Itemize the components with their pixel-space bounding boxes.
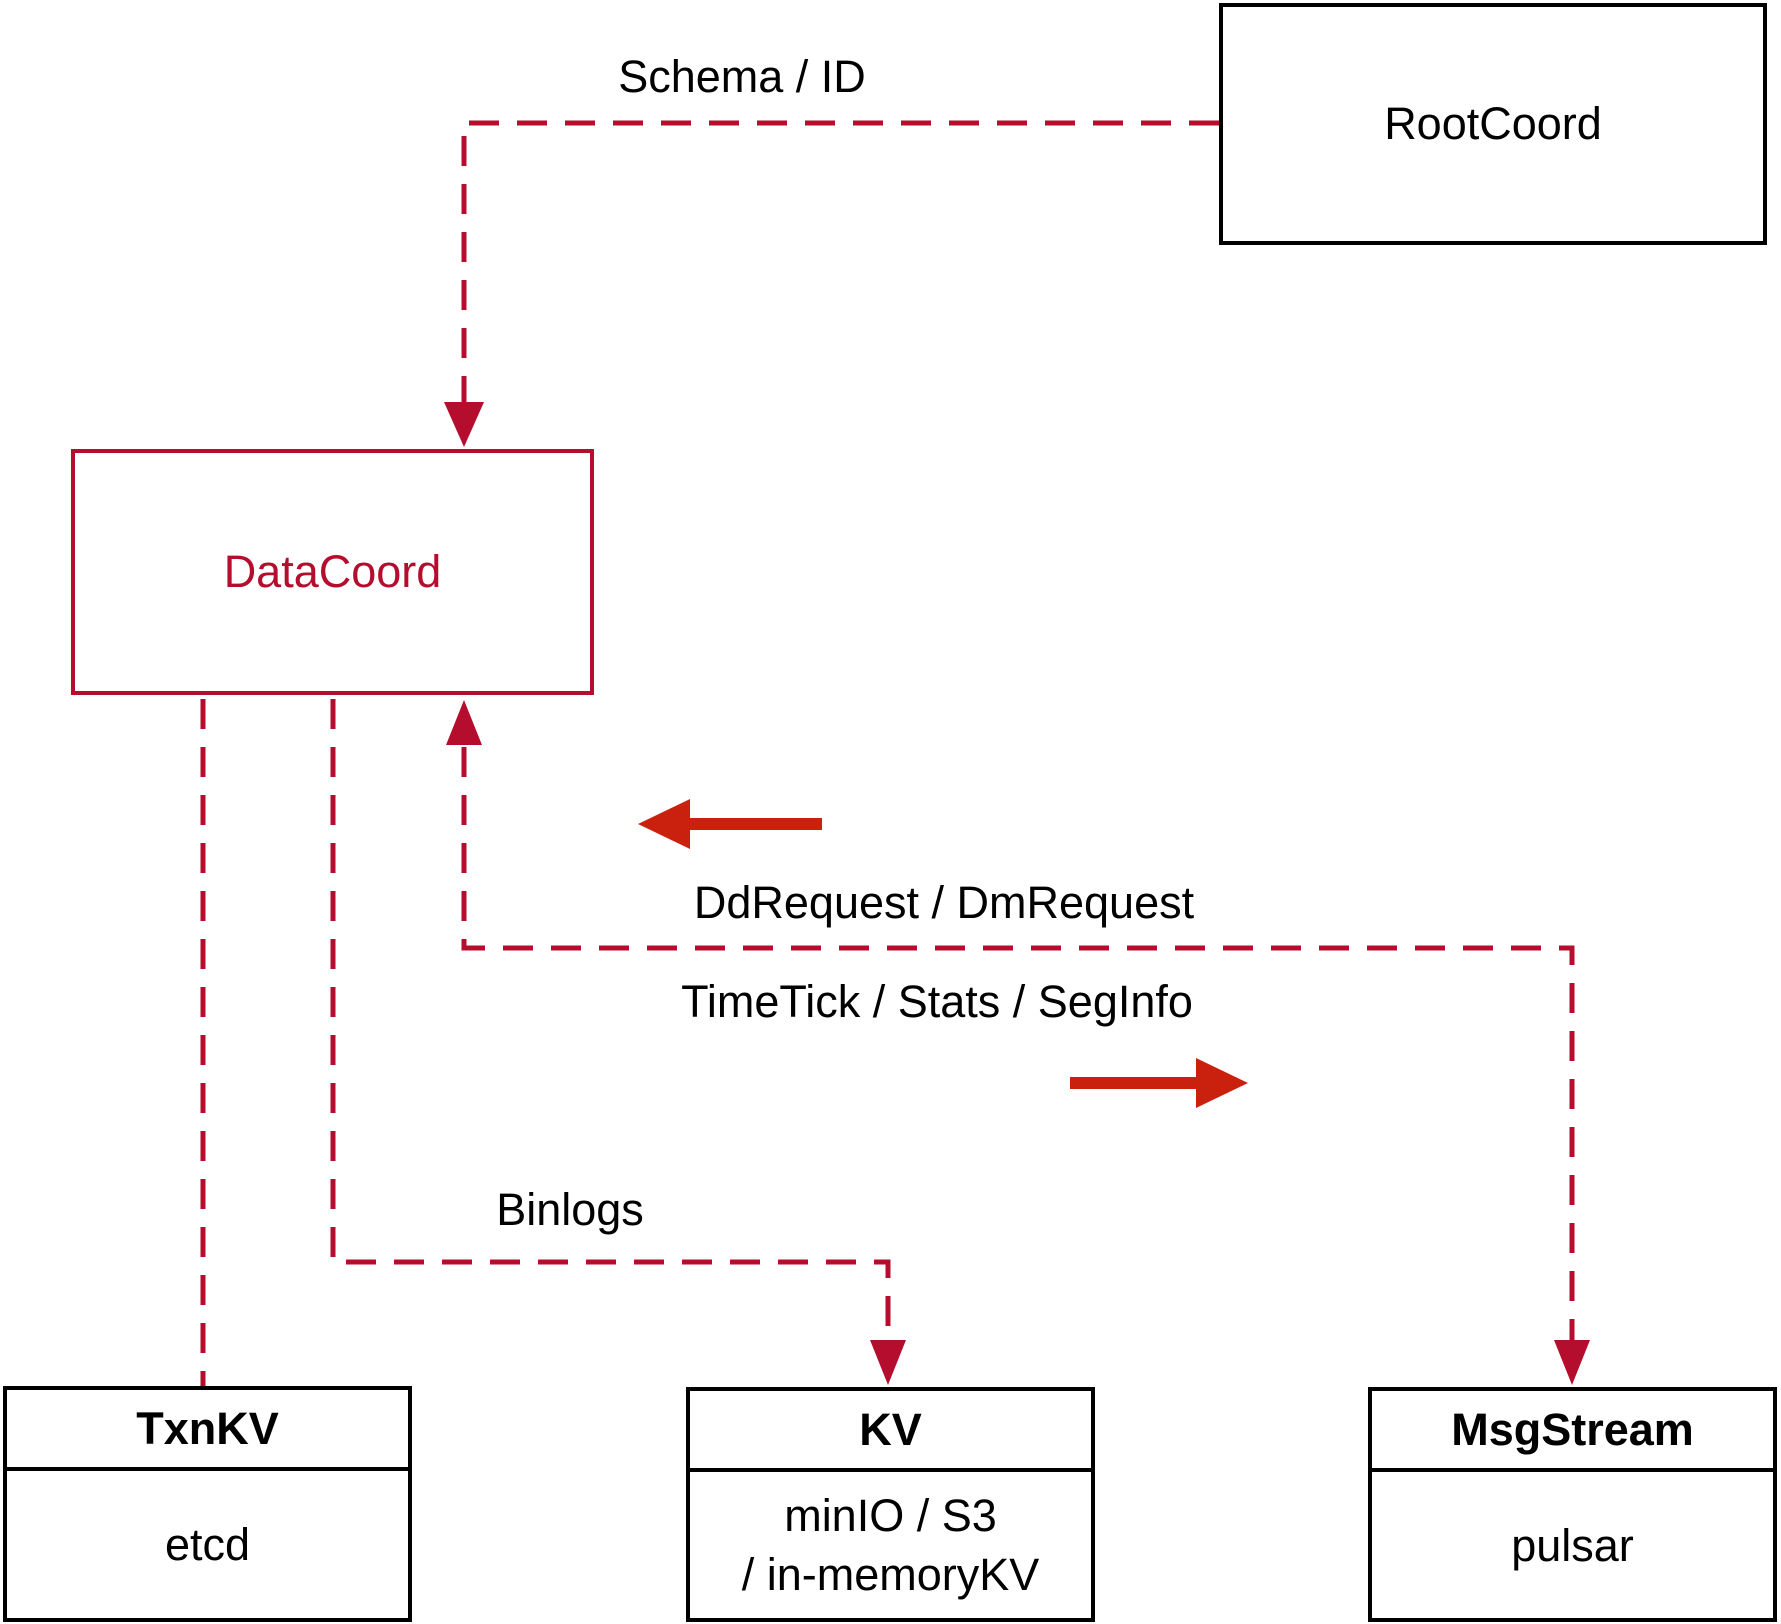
node-txnkv: TxnKV etcd — [3, 1386, 412, 1622]
node-kv-impl-line1: minIO / S3 — [784, 1490, 997, 1541]
right-direction-arrow-icon — [1070, 1058, 1248, 1108]
node-msgstream: MsgStream pulsar — [1368, 1387, 1777, 1622]
node-kv-header: KV — [690, 1391, 1091, 1472]
node-datacoord: DataCoord — [71, 449, 594, 695]
edge-label-binlogs: Binlogs — [496, 1184, 644, 1235]
node-kv-body: minIO / S3 / in-memoryKV — [690, 1472, 1091, 1618]
node-msgstream-impl: pulsar — [1511, 1519, 1634, 1571]
edge-label-schema-id: Schema / ID — [618, 51, 866, 102]
node-rootcoord-label: RootCoord — [1384, 98, 1602, 149]
edge-label-ddrequest-dmrequest: DdRequest / DmRequest — [693, 877, 1195, 928]
node-msgstream-title: MsgStream — [1451, 1403, 1694, 1455]
arrowhead-down-icon — [444, 402, 484, 447]
left-direction-arrow-icon — [638, 799, 822, 849]
node-msgstream-body: pulsar — [1372, 1472, 1773, 1618]
node-txnkv-impl: etcd — [164, 1519, 251, 1570]
node-txnkv-title: TxnKV — [136, 1402, 279, 1454]
node-txnkv-header: TxnKV — [7, 1390, 408, 1471]
edge-label-timetick-stats-seginfo: TimeTick / Stats / SegInfo — [681, 976, 1193, 1027]
edge-schema-id-line — [461, 120, 1219, 402]
node-datacoord-label: DataCoord — [223, 546, 442, 597]
node-kv: KV minIO / S3 / in-memoryKV — [686, 1387, 1095, 1622]
node-kv-title: KV — [859, 1403, 922, 1455]
edge-msgstream-line — [461, 747, 1575, 1340]
arrowhead-up-icon — [446, 700, 482, 745]
node-txnkv-body: etcd — [7, 1471, 408, 1618]
arrowhead-down-icon — [1554, 1340, 1590, 1385]
node-kv-impl-line2: / in-memoryKV — [741, 1549, 1040, 1600]
node-msgstream-header: MsgStream — [1372, 1391, 1773, 1472]
arrowhead-down-icon — [870, 1340, 906, 1385]
node-rootcoord: RootCoord — [1219, 3, 1767, 245]
